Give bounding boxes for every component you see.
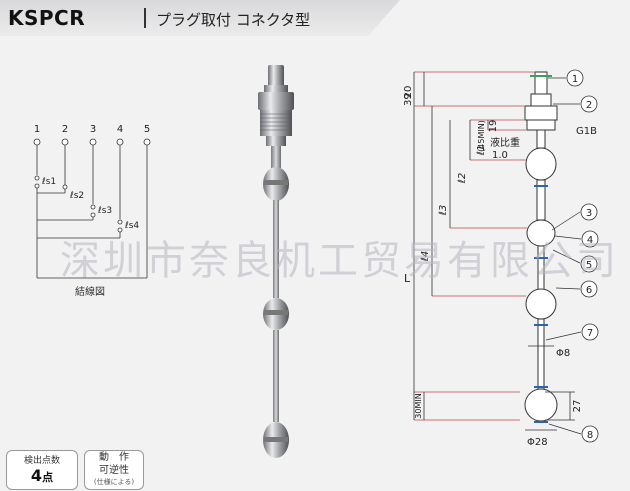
reed-switch-4 [117, 219, 123, 225]
pin-terminal-2 [61, 138, 69, 146]
thread-spec: G1B [576, 126, 597, 137]
pin-terminal-4 [116, 138, 124, 146]
dim-39: 39 [403, 93, 414, 106]
header-subtitle: プラグ取付 コネクタ型 [156, 11, 311, 29]
dimension-drawing: 20 39 19 ℓ1 (45MIN) ℓ2 ℓ3 ℓ4 L 30MIN 液比重… [403, 69, 599, 448]
spec-note: (仕様による) [93, 478, 135, 486]
callout-7 [581, 323, 599, 341]
detection-points-badge: 検出点数 4点 [6, 450, 78, 490]
detection-points-unit: 点 [42, 471, 54, 484]
gravity-label: 液比重 [490, 136, 520, 149]
dim-L: L [404, 272, 411, 285]
callout-4 [581, 230, 599, 248]
gravity-value: 1.0 [492, 150, 508, 161]
callout-1 [566, 69, 584, 87]
callout-label-2: 2 [586, 100, 592, 111]
dim-phi28: Φ28 [527, 437, 548, 448]
dim-phi8: Φ8 [556, 348, 570, 359]
dim-l3: ℓ3 [438, 205, 449, 216]
pin-label-1: 1 [34, 124, 40, 135]
callout-label-7: 7 [587, 328, 593, 339]
reed-switch-1 [34, 175, 40, 181]
header-band [0, 0, 400, 36]
detection-points-value: 4点 [7, 466, 77, 488]
reed-switch-2 [62, 184, 68, 190]
dim-30min: 30MIN [414, 393, 423, 418]
callout-label-6: 6 [586, 285, 592, 296]
callout-label-4: 4 [587, 235, 593, 246]
dim-27: 27 [572, 400, 583, 413]
dim-19: 19 [488, 120, 499, 133]
switch-label-4: ℓs4 [124, 221, 139, 231]
switch-label-3: ℓs3 [97, 206, 112, 216]
callout-label-1: 1 [572, 74, 578, 85]
detection-points-number: 4 [30, 466, 43, 485]
model-name: KSPCR [8, 6, 86, 30]
reed-switch-3 [90, 204, 96, 210]
wiring-diagram: 1 2 3 4 5 ℓs1 ℓs2 ℓs3 ℓs4 [33, 124, 151, 279]
switch-label-2: ℓs2 [69, 191, 84, 201]
callout-5 [580, 255, 598, 273]
callout-6 [580, 280, 598, 298]
watermark: 深圳市奈良机工贸易有限公司 [60, 238, 619, 284]
pin-label-2: 2 [62, 124, 68, 135]
dim-l1: ℓ1 [476, 145, 487, 156]
callout-label-8: 8 [587, 430, 593, 441]
callout-3 [580, 203, 598, 221]
callout-label-5: 5 [586, 260, 592, 271]
pin-terminal-3 [89, 138, 97, 146]
callout-8 [581, 425, 599, 443]
dim-l1-note: (45MIN) [477, 120, 486, 152]
callout-bubbles [566, 69, 599, 443]
callout-2 [580, 95, 598, 113]
pin-label-4: 4 [117, 124, 123, 135]
header: KSPCR プラグ取付 コネクタ型 [0, 0, 630, 36]
action-reversible-badge: 動 作 可逆性 (仕様による) [84, 450, 144, 490]
action-label: 動 作 [99, 452, 129, 463]
detection-points-label: 検出点数 [23, 456, 60, 466]
header-separator [144, 8, 146, 28]
switch-label-1: ℓs1 [41, 177, 56, 187]
pin-label-3: 3 [90, 124, 96, 135]
dim-l2: ℓ2 [457, 173, 468, 184]
pin-label-5: 5 [144, 124, 150, 135]
callout-label-3: 3 [586, 208, 592, 219]
dim-l4: ℓ4 [420, 251, 431, 262]
pin-terminal-5 [143, 138, 151, 146]
product-photo [258, 65, 294, 458]
reversible-label: 可逆性 [99, 465, 129, 476]
wiring-caption: 結線図 [75, 287, 105, 298]
pin-terminal-1 [33, 138, 41, 146]
dim-20: 20 [403, 86, 414, 99]
